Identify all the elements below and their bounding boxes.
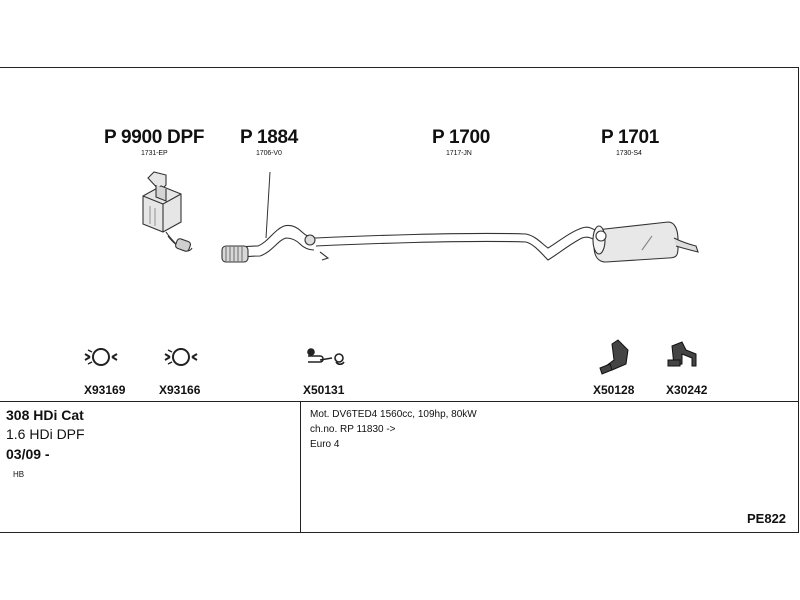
diagram-frame: [0, 67, 799, 533]
part-code-p9900dpf: P 9900 DPF: [104, 127, 205, 148]
spring-bolt-icon[interactable]: [307, 348, 345, 366]
column-divider: [300, 401, 301, 532]
fitting-code-x30242: X30242: [666, 383, 708, 397]
clamp-icon[interactable]: [164, 348, 198, 366]
fitting-code-x93166: X93166: [159, 383, 201, 397]
vehicle-body: HB: [13, 470, 25, 479]
front-pipe-drawing[interactable]: [221, 224, 317, 263]
part-code-p1701: P 1701: [601, 127, 660, 148]
rubber-hanger-icon[interactable]: [599, 339, 629, 375]
fitting-code-x50128: X50128: [593, 383, 635, 397]
part-ref-p1884: 1706-V0: [256, 150, 282, 157]
part-code-p1884: P 1884: [240, 127, 299, 148]
spec-emission: Euro 4: [310, 439, 340, 450]
vehicle-date: 03/09 -: [6, 446, 50, 462]
middle-pipe-drawing[interactable]: [315, 226, 599, 261]
rear-silencer-drawing[interactable]: [592, 221, 699, 263]
table-divider: [0, 401, 799, 402]
mounting-bracket-icon[interactable]: [667, 341, 697, 367]
part-ref-p1701: 1730-S4: [616, 150, 642, 157]
spec-motor: Mot. DV6TED4 1560cc, 109hp, 80kW: [310, 409, 477, 420]
p1884-leader-line: [265, 171, 271, 239]
clamp-icon[interactable]: [84, 348, 118, 366]
spec-chassis: ch.no. RP 11830 ->: [310, 424, 396, 435]
fitting-code-x93169: X93169: [84, 383, 126, 397]
part-code-p1700: P 1700: [432, 127, 491, 148]
vehicle-model: 308 HDi Cat: [6, 407, 84, 423]
part-ref-p9900dpf: 1731-EP: [141, 150, 168, 157]
vehicle-engine: 1.6 HDi DPF: [6, 426, 85, 442]
dpf-part-drawing[interactable]: [142, 171, 193, 252]
part-ref-p1700: 1717-JN: [446, 150, 472, 157]
diagram-reference-code: PE822: [747, 511, 787, 526]
fitting-code-x50131: X50131: [303, 383, 345, 397]
